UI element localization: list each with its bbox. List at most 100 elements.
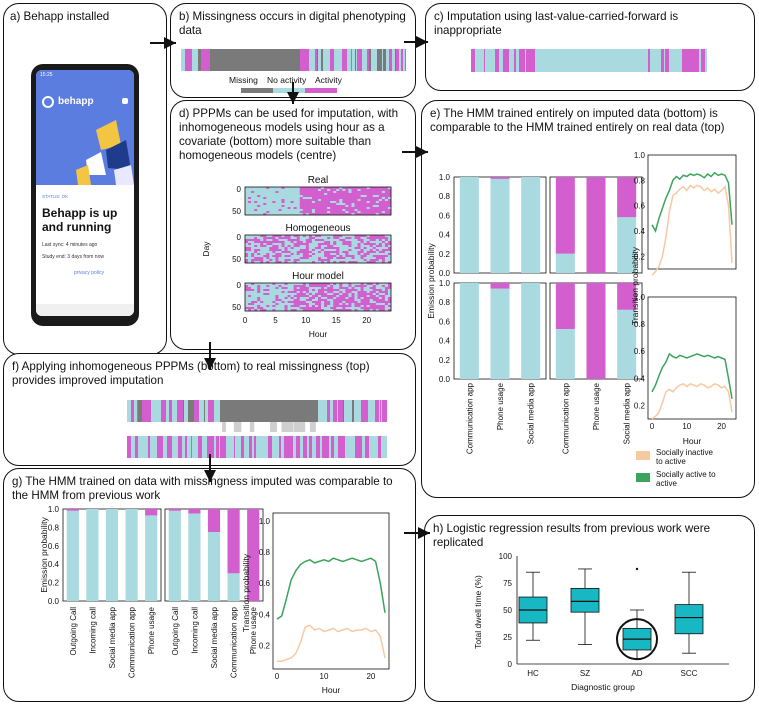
heatmap-cell bbox=[357, 209, 361, 212]
heatmap-cell bbox=[272, 187, 276, 190]
strip-segment bbox=[330, 400, 333, 422]
heatmap-cell bbox=[345, 253, 349, 256]
strip-segment bbox=[219, 436, 220, 458]
heatmap-cell bbox=[333, 291, 337, 294]
heatmap-cell bbox=[387, 209, 392, 212]
heatmap-cell bbox=[257, 193, 261, 196]
heatmap-cell bbox=[281, 203, 285, 206]
heatmap-cell bbox=[245, 289, 249, 292]
heatmap-cell bbox=[296, 213, 301, 216]
category-label: Phone usage bbox=[496, 382, 505, 430]
heatmap-cell bbox=[248, 249, 252, 252]
ytick: 25 bbox=[503, 633, 512, 642]
heatmap-cell bbox=[245, 187, 249, 190]
heatmap-cell bbox=[299, 253, 304, 256]
heatmap-cell bbox=[245, 259, 249, 262]
heatmap-cell bbox=[278, 301, 282, 304]
heatmap-cell bbox=[248, 247, 252, 250]
heatmap-cell bbox=[366, 259, 371, 262]
heatmap-cell bbox=[342, 213, 346, 216]
heatmap-cell bbox=[314, 211, 319, 214]
heatmap-cell bbox=[372, 243, 377, 246]
heatmap-cell bbox=[345, 259, 349, 262]
heatmap-cell bbox=[311, 245, 316, 248]
heatmap-cell bbox=[308, 239, 313, 242]
heatmap-cell bbox=[345, 293, 349, 296]
heatmap-cell bbox=[251, 283, 255, 286]
heatmap-cell bbox=[345, 309, 349, 312]
heatmap-cell bbox=[305, 259, 310, 262]
heatmap-cell bbox=[381, 197, 386, 200]
heatmap-cell bbox=[305, 237, 310, 240]
heatmap-cell bbox=[363, 187, 367, 190]
heatmap-cell bbox=[369, 253, 374, 256]
strip-segment bbox=[285, 436, 289, 458]
heatmap-cell bbox=[351, 237, 355, 240]
heatmap-cell bbox=[311, 287, 316, 290]
heatmap-cell bbox=[324, 195, 328, 198]
strip-segment bbox=[399, 49, 401, 71]
heatmap-cell bbox=[308, 195, 313, 198]
heatmap-cell bbox=[342, 253, 346, 256]
heatmap-cell bbox=[357, 213, 361, 216]
heatmap-cell bbox=[378, 257, 383, 260]
heatmap-cell bbox=[366, 299, 371, 302]
heatmap-cell bbox=[384, 297, 389, 300]
heatmap-cell bbox=[251, 259, 255, 262]
heatmap-cell bbox=[384, 197, 389, 200]
heatmap-cell bbox=[375, 287, 380, 290]
heatmap-cell bbox=[327, 251, 331, 254]
heatmap-cell bbox=[381, 299, 386, 302]
heatmap-cell bbox=[302, 285, 307, 288]
heatmap-cell bbox=[351, 299, 355, 302]
heatmap-cell bbox=[302, 247, 307, 250]
heatmap-cell bbox=[293, 207, 298, 210]
heatmap-cell bbox=[296, 301, 301, 304]
heatmap-cell bbox=[357, 305, 361, 308]
heatmap-cell bbox=[360, 195, 364, 198]
heatmap-cell bbox=[357, 211, 361, 214]
heatmap-cell bbox=[339, 305, 343, 308]
heatmap-cell bbox=[302, 303, 307, 306]
heatmap-cell bbox=[248, 299, 252, 302]
heatmap-cell bbox=[378, 203, 383, 206]
heatmap-cell bbox=[284, 193, 288, 196]
heatmap-cell bbox=[363, 245, 367, 248]
heatmap-cell bbox=[333, 247, 337, 250]
heatmap-cell bbox=[357, 307, 361, 310]
heatmap-cell bbox=[333, 303, 337, 306]
heatmap-cell bbox=[290, 295, 294, 298]
phone-navbar bbox=[36, 304, 134, 316]
heatmap-cell bbox=[260, 201, 264, 204]
heatmap-cell bbox=[275, 251, 279, 254]
ytick: 75 bbox=[503, 579, 512, 588]
heatmap-cell bbox=[363, 205, 367, 208]
strip-segment bbox=[378, 49, 382, 71]
heatmap-cell bbox=[384, 189, 389, 192]
heatmap-cell bbox=[381, 237, 386, 240]
heatmap-cell bbox=[360, 197, 364, 200]
heatmap-cell bbox=[321, 307, 325, 310]
heatmap-cell bbox=[296, 207, 301, 210]
heatmap-cell bbox=[342, 241, 346, 244]
heatmap-cell bbox=[378, 291, 383, 294]
privacy-link[interactable]: privacy policy bbox=[74, 270, 105, 276]
heatmap-cell bbox=[342, 207, 346, 210]
heatmap-cell bbox=[324, 289, 328, 292]
heatmap-cell bbox=[257, 241, 261, 244]
heatmap-cell bbox=[360, 257, 364, 260]
heatmap-cell bbox=[321, 235, 325, 238]
emission-bar-inactive bbox=[555, 329, 575, 379]
strip-segment bbox=[150, 436, 153, 458]
heatmap-cell bbox=[275, 283, 279, 286]
heatmap-cell bbox=[372, 195, 377, 198]
heatmap-cell bbox=[293, 201, 298, 204]
heatmap-cell bbox=[308, 297, 313, 300]
emission-bar-inactive bbox=[555, 253, 575, 273]
heatmap-cell bbox=[351, 247, 355, 250]
heatmap-cell bbox=[324, 201, 328, 204]
heatmap-cell bbox=[318, 209, 322, 212]
heatmap-cell bbox=[339, 193, 343, 196]
heatmap-cell bbox=[296, 187, 301, 190]
heatmap-cell bbox=[330, 305, 334, 308]
